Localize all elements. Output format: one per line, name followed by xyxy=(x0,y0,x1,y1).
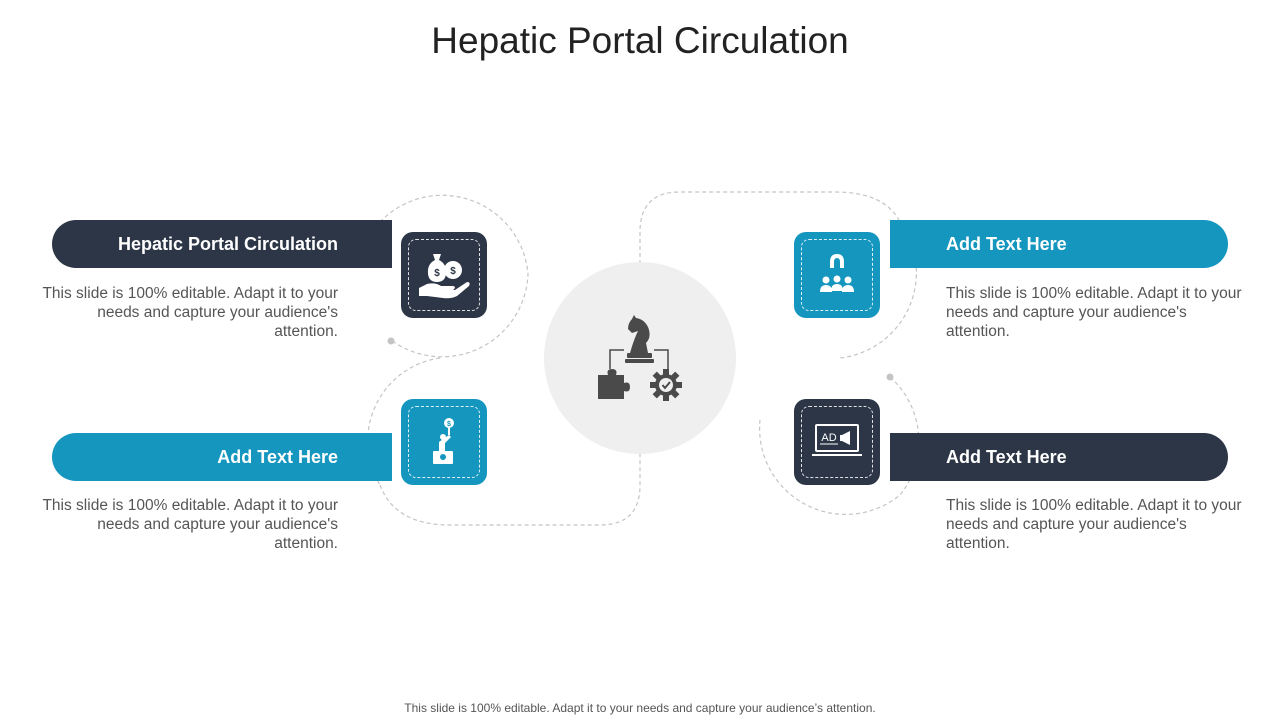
item-3-band: Add Text Here xyxy=(890,220,1228,268)
item-4-heading: Add Text Here xyxy=(946,446,1067,467)
svg-text:$: $ xyxy=(434,268,440,279)
strategy-chess-puzzle-gear-icon xyxy=(598,315,682,401)
money-bag-hand-icon: $ $ xyxy=(419,254,470,299)
item-4-description: This slide is 100% editable. Adapt it to… xyxy=(946,497,1242,552)
item-3-heading: Add Text Here xyxy=(946,233,1067,254)
item-3-description: This slide is 100% editable. Adapt it to… xyxy=(946,285,1242,340)
item-1-icon-tile: $ $ xyxy=(401,232,487,318)
svg-text:AD: AD xyxy=(821,432,836,444)
item-2-description: This slide is 100% editable. Adapt it to… xyxy=(42,497,338,552)
slide-title: Hepatic Portal Circulation xyxy=(431,20,849,61)
connector-dot-left xyxy=(387,337,395,345)
item-4-band: Add Text Here xyxy=(890,433,1228,481)
footer-note: This slide is 100% editable. Adapt it to… xyxy=(404,701,876,715)
item-2-band: Add Text Here xyxy=(52,433,392,481)
item-1-description: This slide is 100% editable. Adapt it to… xyxy=(42,285,338,340)
svg-text:$: $ xyxy=(450,266,456,277)
connector-dot-right xyxy=(886,373,894,381)
item-2-heading: Add Text Here xyxy=(217,446,338,467)
svg-text:$: $ xyxy=(447,421,451,428)
item-3-icon-tile xyxy=(794,232,880,318)
laptop-ad-megaphone-icon: AD xyxy=(812,424,862,456)
item-1-heading: Hepatic Portal Circulation xyxy=(117,233,338,254)
magnet-customers-icon xyxy=(820,254,854,292)
person-money-podium-icon: $ xyxy=(433,418,454,464)
item-4-icon-tile: AD xyxy=(794,399,880,485)
item-2-icon-tile: $ xyxy=(401,399,487,485)
item-1-band: Hepatic Portal Circulation xyxy=(52,220,392,268)
